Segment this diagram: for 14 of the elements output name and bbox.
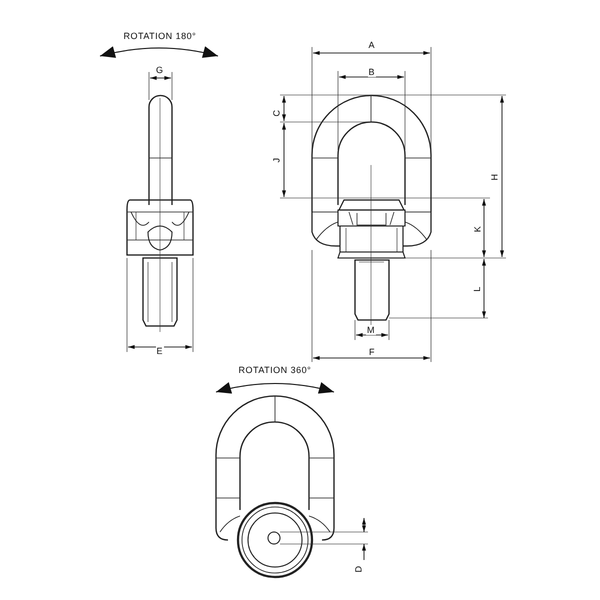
- dimension-label: D: [353, 564, 363, 574]
- dimension-label: H: [489, 172, 499, 182]
- dimension-label: E: [156, 346, 164, 356]
- dimension-label: B: [368, 67, 376, 77]
- dimension-label: C: [271, 108, 281, 118]
- dimension-label: F: [368, 347, 376, 357]
- dimension-label: M: [366, 325, 376, 335]
- rotation-label: ROTATION 360°: [238, 365, 312, 375]
- dimension-label: A: [368, 40, 376, 50]
- dimension-label: G: [155, 65, 165, 75]
- dimension-label: K: [472, 224, 482, 234]
- dimension-label: L: [472, 285, 482, 293]
- rotation-label: ROTATION 180°: [122, 31, 198, 41]
- dimension-label: J: [271, 156, 281, 164]
